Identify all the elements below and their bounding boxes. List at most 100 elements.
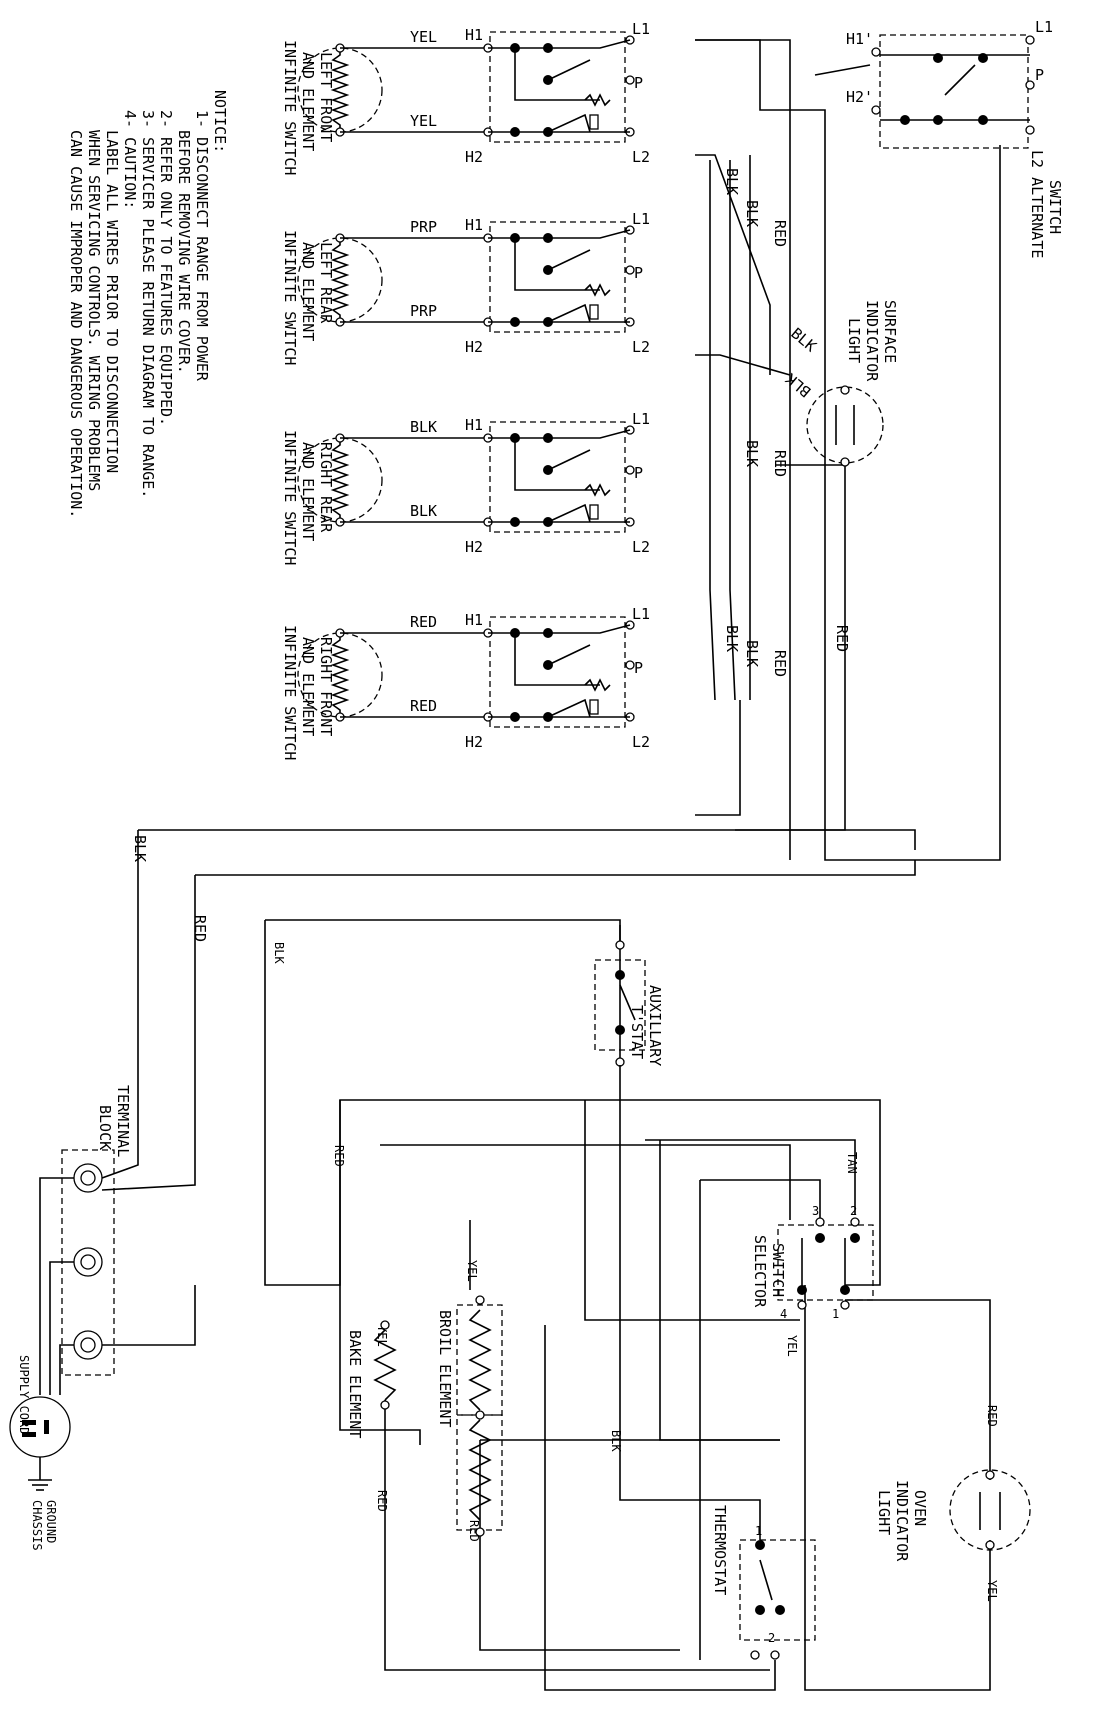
wire-label: RED [191,915,209,942]
svg-text:AND ELEMENT: AND ELEMENT [299,442,317,541]
wire-label: BLK [723,625,741,652]
wire-label: BLK [609,1430,623,1452]
terminal-label: L1 [632,210,650,228]
svg-text:AND ELEMENT: AND ELEMENT [299,52,317,151]
terminal-label: H2 [465,148,483,166]
terminal-label: L1 [632,20,650,38]
wire-label: RED [332,1145,346,1167]
thermostat-pin: 1 [755,1524,762,1538]
alt-p-label: P [1035,66,1044,84]
notice-line: 2- REFER ONLY TO FEATURES EQUIPPED. [157,110,175,426]
element-wire-label: YEL [410,28,437,46]
terminal-label: L1 [632,605,650,623]
supply-cord: SUPPLY CORD CHASSIS GROUND [9,1355,71,1551]
wire-label: BLK [131,835,149,862]
wire-label: BLK [743,440,761,467]
notice-line: BEFORE REMOVING WIRE COVER. [175,130,193,374]
selector-label: SWITCH [769,1243,787,1297]
wire-label: BLK [743,200,761,227]
wire-label: RED [467,1520,481,1542]
terminal-label: L1 [632,410,650,428]
oven-indicator-light: OVEN INDICATOR LIGHT [875,1469,1031,1562]
wire-label: BLK [743,640,761,667]
terminal-label: L2 [632,733,650,751]
thermostat: 1 2 THERMOSTAT [711,1505,816,1660]
svg-text:INFINITE SWITCH: INFINITE SWITCH [281,430,299,565]
terminal-label: P [634,264,643,282]
terminal-label: P [634,464,643,482]
notice-block: NOTICE: 1- DISCONNECT RANGE FROM POWER B… [67,90,229,518]
terminal-label: L2 [632,338,650,356]
svg-text:LEFT FRONT: LEFT FRONT [317,52,335,142]
oven-light-label: INDICATOR [893,1480,911,1562]
alt-h2-label: H2' [846,88,873,106]
wire-label: RED [771,650,789,677]
svg-text:AND ELEMENT: AND ELEMENT [299,637,317,736]
terminal-label: H1 [465,26,483,44]
svg-text:INFINITE SWITCH: INFINITE SWITCH [281,230,299,365]
notice-line: 4- CAUTION: [121,110,139,209]
broil-element: BROIL ELEMENT [436,1295,503,1537]
notice-heading: NOTICE: [211,90,229,153]
wire-label: RED [985,1405,999,1427]
element-wire-label: PRP [410,302,437,320]
terminal-block-label: TERMINAL [114,1085,132,1157]
wire-label: RED [833,625,851,652]
terminal-block: TERMINAL BLOCK [39,830,341,1395]
terminal-label: P [634,74,643,92]
selector-pin: 2 [850,1204,857,1218]
surface-light-label: INDICATOR [863,300,881,382]
terminal-label: L2 [632,148,650,166]
element-wire-label: BLK [410,418,437,436]
oven-wiring [339,1065,991,1691]
selector-pin: 3 [812,1204,819,1218]
surface-light-label: SURFACE [881,300,899,363]
wire-label: BLK [787,324,819,355]
alternate-switch: L1 P H1' H2' L2 ALTERNATE SWITCH [814,18,1064,258]
svg-text:LEFT REAR: LEFT REAR [317,242,335,324]
wire-label: YEL [465,1260,479,1282]
notice-line: 3- SERVICER PLEASE RETURN DIAGRAM TO RAN… [139,110,157,498]
alternate-switch-label: L2 ALTERNATE [1028,150,1046,258]
chassis-ground-label: GROUND [44,1500,58,1543]
alt-l1-label: L1 [1035,18,1053,36]
svg-text:INFINITE SWITCH: INFINITE SWITCH [281,40,299,175]
terminal-label: H1 [465,611,483,629]
switch-interconnects [138,39,1001,945]
bake-label: BAKE ELEMENT [346,1330,364,1438]
wire-label: YEL [985,1580,999,1602]
terminal-label: H2 [465,338,483,356]
terminal-label: H2 [465,733,483,751]
wire-label: TAN [845,1152,859,1174]
selector-label: SELECTOR [751,1235,769,1308]
terminal-label: H1 [465,216,483,234]
chassis-ground-label: CHASSIS [30,1500,44,1551]
auxiliary-tstat: AUXILLARY T'STAT [594,925,664,1067]
supply-cord-label: SUPPLY CORD [17,1355,31,1434]
notice-line: LABEL ALL WIRES PRIOR TO DISCONNECTION [103,130,121,473]
terminal-label: H1 [465,416,483,434]
element-wire-label: BLK [410,502,437,520]
notice-line: CAN CAUSE IMPROPER AND DANGEROUS OPERATI… [67,130,85,518]
selector-pin: 1 [832,1307,839,1321]
thermostat-pin: 2 [768,1631,775,1645]
wire-label: RED [375,1490,389,1512]
broil-label: BROIL ELEMENT [436,1310,454,1427]
wire-label: RED [771,220,789,247]
surface-indicator-light: SURFACE INDICATOR LIGHT [806,300,899,467]
element-wire-label: YEL [410,112,437,130]
wire-label: BLK [723,168,741,195]
alt-h1-label: H1' [846,30,873,48]
notice-line: 1- DISCONNECT RANGE FROM POWER [193,110,211,382]
bake-element: BAKE ELEMENT [346,1320,397,1438]
oven-light-label: OVEN [911,1490,929,1526]
